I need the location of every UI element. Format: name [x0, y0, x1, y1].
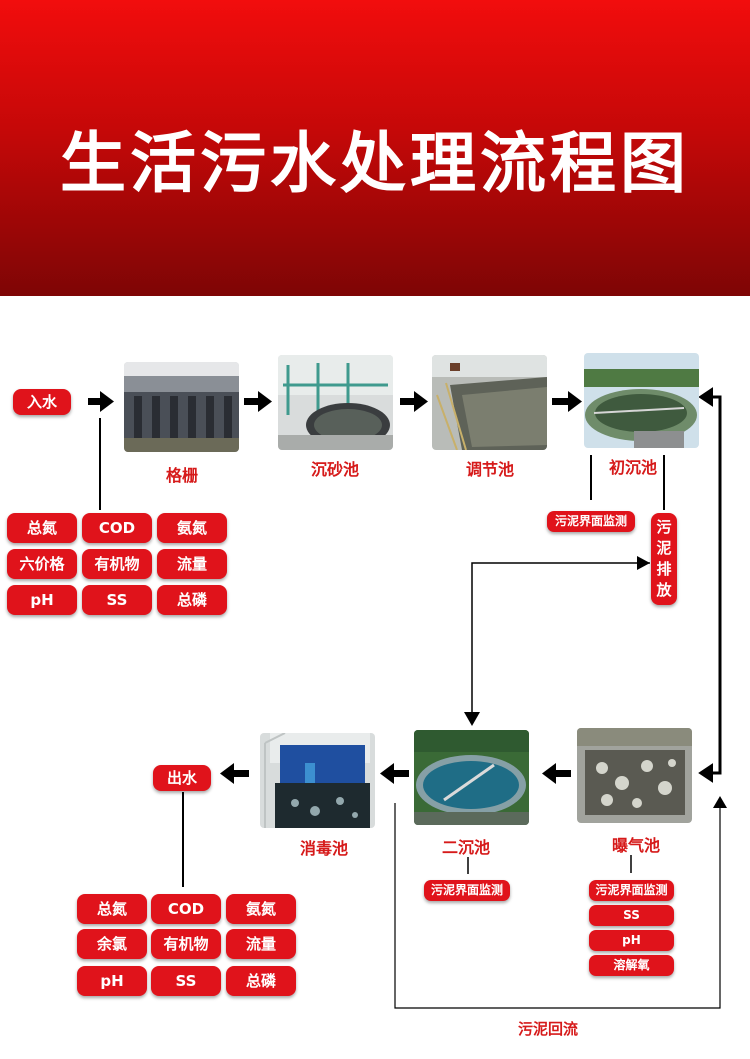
inlet-param-total-phosphorus: 总磷: [157, 585, 227, 615]
sludge-return-label: 污泥回流: [518, 1020, 579, 1038]
outlet-param-organics: 有机物: [151, 929, 221, 959]
regulation-tank-photo: [432, 355, 547, 450]
outlet-param-ss: SS: [151, 966, 221, 996]
outlet-param-total-nitrogen: 总氮: [77, 894, 147, 924]
stage-label-grille: 格栅: [165, 466, 198, 485]
return-loop-right: [698, 387, 722, 783]
primary-sludge-monitor: 污泥界面监测: [547, 511, 635, 532]
grit-chamber-photo: [278, 355, 393, 450]
aeration-tank-photo: [577, 728, 692, 823]
sludge-discharge-char: 泥: [656, 539, 672, 557]
inlet-param-cod: COD: [82, 513, 152, 543]
aeration-do-monitor: 溶解氧: [589, 955, 674, 976]
inlet-param-ph: pH: [7, 585, 77, 615]
outlet-param-residual-chlorine: 余氯: [77, 929, 147, 959]
stage-label-disinfection: 消毒池: [299, 839, 348, 858]
arrow-inlet-to-grille: [88, 391, 114, 412]
outlet-param-ph: pH: [77, 966, 147, 996]
aeration-ss-monitor: SS: [589, 905, 674, 926]
sludge-discharge-badge: 污 泥 排 放: [651, 513, 677, 605]
arrow-aeration-to-secondary: [542, 763, 571, 784]
inlet-param-total-nitrogen: 总氮: [7, 513, 77, 543]
outlet-param-ammonia: 氨氮: [226, 894, 296, 924]
stage-label-grit: 沉砂池: [310, 460, 359, 479]
outlet-param-total-phosphorus: 总磷: [226, 966, 296, 996]
stage-label-aeration: 曝气池: [611, 836, 660, 855]
secondary-clarifier-photo: [414, 730, 529, 825]
grille-photo: [124, 362, 239, 452]
arrow-grit-to-regulation: [400, 391, 428, 412]
sludge-discharge-char: 污: [656, 518, 672, 536]
inlet-param-flow: 流量: [157, 549, 227, 579]
title-banner: 生活污水处理流程图: [0, 0, 750, 296]
inlet-param-chromium: 六价格: [7, 549, 77, 579]
stage-label-regulation: 调节池: [465, 460, 514, 479]
sludge-discharge-char: 排: [656, 560, 672, 578]
arrow-disinfection-to-outlet: [220, 763, 249, 784]
outlet-param-flow: 流量: [226, 929, 296, 959]
inlet-param-ss: SS: [82, 585, 152, 615]
outlet-param-cod: COD: [151, 894, 221, 924]
inlet-param-ammonia: 氨氮: [157, 513, 227, 543]
arrow-regulation-to-primary: [552, 391, 582, 412]
stage-label-primary: 初沉池: [608, 458, 657, 477]
secondary-sludge-monitor: 污泥界面监测: [424, 880, 510, 901]
arrow-secondary-to-disinfection: [380, 763, 409, 784]
inlet-param-organics: 有机物: [82, 549, 152, 579]
sludge-return-loop: [394, 796, 727, 1009]
page-title: 生活污水处理流程图: [60, 125, 690, 202]
sludge-discharge-char: 放: [656, 581, 672, 599]
aeration-sludge-monitor: 污泥界面监测: [589, 880, 674, 901]
stage-label-secondary: 二沉池: [441, 838, 490, 857]
aeration-ph-monitor: pH: [589, 930, 674, 951]
outlet-badge: 出水: [153, 765, 211, 791]
arrow-grille-to-grit: [244, 391, 272, 412]
inlet-badge: 入水: [13, 389, 71, 415]
sludge-to-secondary-line: [471, 562, 650, 720]
disinfection-tank-photo: [260, 733, 375, 828]
primary-clarifier-photo: [584, 353, 699, 448]
